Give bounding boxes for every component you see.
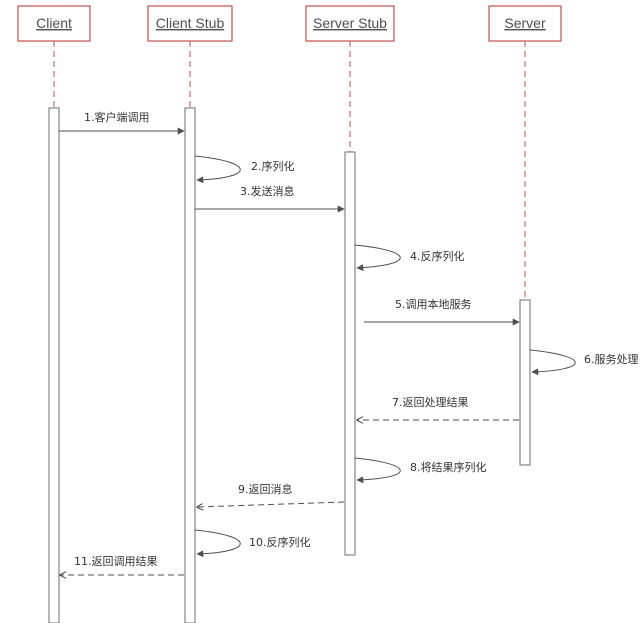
message-11-label: 11.返回调用结果 bbox=[74, 555, 158, 568]
message-10: 10.反序列化 bbox=[194, 529, 311, 558]
message-2-label: 2.序列化 bbox=[251, 159, 295, 173]
message-6-label: 6.服务处理 bbox=[584, 353, 639, 366]
participant-client-label: Client bbox=[36, 15, 72, 31]
participant-client-stub: Client Stub bbox=[147, 5, 233, 42]
participant-server: Server bbox=[488, 5, 562, 42]
message-9: 9.返回消息 bbox=[197, 482, 345, 507]
message-4: 4.反序列化 bbox=[354, 244, 465, 272]
participant-server-stub-label: Server Stub bbox=[313, 15, 387, 31]
message-7: 7.返回处理结果 bbox=[357, 396, 519, 420]
message-4-label: 4.反序列化 bbox=[410, 249, 465, 263]
participant-server-stub: Server Stub bbox=[305, 5, 395, 42]
message-10-label: 10.反序列化 bbox=[249, 535, 311, 549]
message-2: 2.序列化 bbox=[194, 155, 295, 184]
participant-server-label: Server bbox=[504, 15, 546, 31]
message-6: 6.服务处理 bbox=[529, 349, 639, 376]
message-1-label: 1.客户端调用 bbox=[84, 110, 150, 124]
message-8: 8.将结果序列化 bbox=[354, 457, 487, 484]
message-3-label: 3.发送消息 bbox=[240, 184, 295, 198]
message-9-label: 9.返回消息 bbox=[238, 482, 293, 496]
message-3: 3.发送消息 bbox=[195, 184, 345, 213]
activation-server bbox=[519, 299, 531, 466]
message-11: 11.返回调用结果 bbox=[60, 555, 184, 575]
activation-client bbox=[48, 107, 60, 623]
participant-client-stub-label: Client Stub bbox=[156, 15, 225, 31]
activation-client-stub bbox=[184, 107, 196, 623]
message-5: 5.调用本地服务 bbox=[364, 297, 520, 326]
activation-server-stub bbox=[344, 151, 356, 556]
message-7-label: 7.返回处理结果 bbox=[392, 396, 469, 409]
message-1: 1.客户端调用 bbox=[59, 110, 185, 135]
message-5-label: 5.调用本地服务 bbox=[395, 297, 472, 311]
message-8-label: 8.将结果序列化 bbox=[410, 460, 487, 474]
participant-client: Client bbox=[17, 5, 91, 42]
